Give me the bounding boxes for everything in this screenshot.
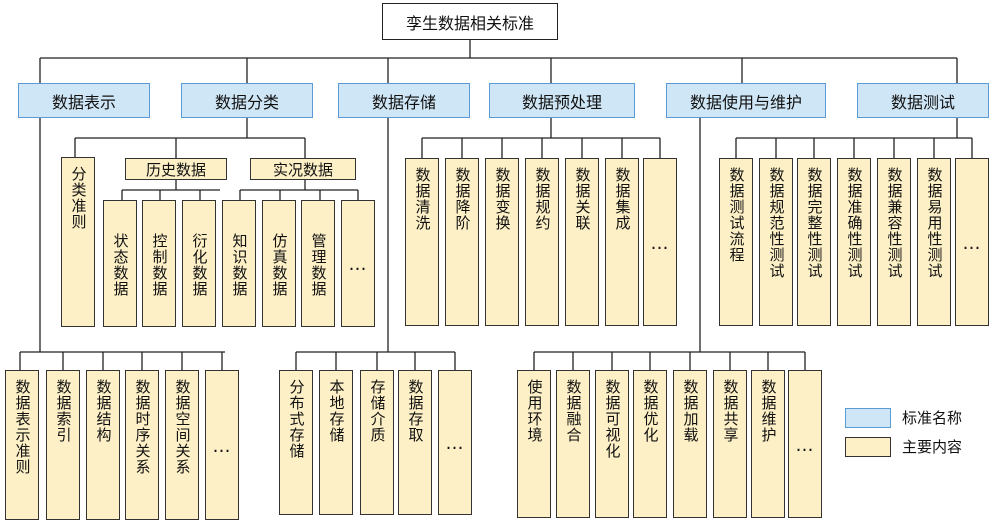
item-test-more: … xyxy=(955,158,989,326)
item-representation-more: … xyxy=(205,370,239,520)
item-test-process: 数据测试流程 xyxy=(719,158,753,326)
item-test-integrity: 数据完整性测试 xyxy=(797,158,831,326)
item-storage-local: 本地存储 xyxy=(319,370,353,515)
item-pre-reduction: 数据降阶 xyxy=(445,158,479,326)
legend-label-content: 主要内容 xyxy=(902,438,963,456)
item-pre-specification: 数据规约 xyxy=(525,158,559,326)
item-history-state: 状态数据 xyxy=(103,200,137,327)
item-test-normative: 数据规范性测试 xyxy=(759,158,793,326)
item-usage-fusion: 数据融合 xyxy=(556,370,590,518)
item-representation-temporal: 数据时序关系 xyxy=(125,370,159,520)
item-representation-spatial: 数据空间关系 xyxy=(165,370,199,520)
category-testing: 数据测试 xyxy=(857,83,989,118)
legend-swatch-content xyxy=(845,437,891,457)
item-realtime-simulation: 仿真数据 xyxy=(262,200,296,327)
item-usage-optimization: 数据优化 xyxy=(633,370,667,518)
item-storage-more: … xyxy=(438,370,472,515)
item-test-compatibility: 数据兼容性测试 xyxy=(877,158,911,326)
item-representation-index: 数据索引 xyxy=(46,370,80,520)
subcategory-history: 历史数据 xyxy=(125,158,227,180)
item-storage-medium: 存储介质 xyxy=(360,370,394,515)
item-storage-access: 数据存取 xyxy=(398,370,432,515)
item-usage-environment: 使用环境 xyxy=(517,370,551,518)
item-pre-transform: 数据变换 xyxy=(485,158,519,326)
legend-label-standard: 标准名称 xyxy=(902,409,963,427)
item-history-control: 控制数据 xyxy=(142,200,176,327)
item-usage-more: … xyxy=(788,370,822,518)
item-usage-maintenance: 数据维护 xyxy=(751,370,785,518)
legend-swatch-standard xyxy=(845,408,891,428)
subcategory-realtime: 实况数据 xyxy=(250,158,356,180)
category-preprocessing: 数据预处理 xyxy=(489,83,635,118)
item-pre-integration: 数据集成 xyxy=(605,158,639,326)
item-storage-distributed: 分布式存储 xyxy=(279,370,313,515)
item-history-derived: 衍化数据 xyxy=(182,200,216,327)
item-realtime-management: 管理数据 xyxy=(301,200,335,327)
item-pre-more: … xyxy=(643,158,677,326)
item-classification-rule: 分类准则 xyxy=(61,157,95,327)
item-representation-rule: 数据表示准则 xyxy=(5,370,39,520)
item-usage-sharing: 数据共享 xyxy=(713,370,747,518)
category-usage-maintenance: 数据使用与维护 xyxy=(666,83,826,118)
category-classification: 数据分类 xyxy=(181,83,313,118)
root-node: 孪生数据相关标准 xyxy=(382,3,558,40)
item-pre-cleaning: 数据清洗 xyxy=(405,158,439,326)
item-test-usability: 数据易用性测试 xyxy=(917,158,951,326)
item-pre-association: 数据关联 xyxy=(565,158,599,326)
item-test-accuracy: 数据准确性测试 xyxy=(837,158,871,326)
category-storage: 数据存储 xyxy=(338,83,470,118)
item-realtime-more: … xyxy=(341,200,375,327)
item-usage-loading: 数据加载 xyxy=(673,370,707,518)
item-usage-visualization: 数据可视化 xyxy=(595,370,629,518)
category-representation: 数据表示 xyxy=(18,83,150,118)
item-representation-structure: 数据结构 xyxy=(86,370,120,520)
item-realtime-knowledge: 知识数据 xyxy=(222,200,256,327)
